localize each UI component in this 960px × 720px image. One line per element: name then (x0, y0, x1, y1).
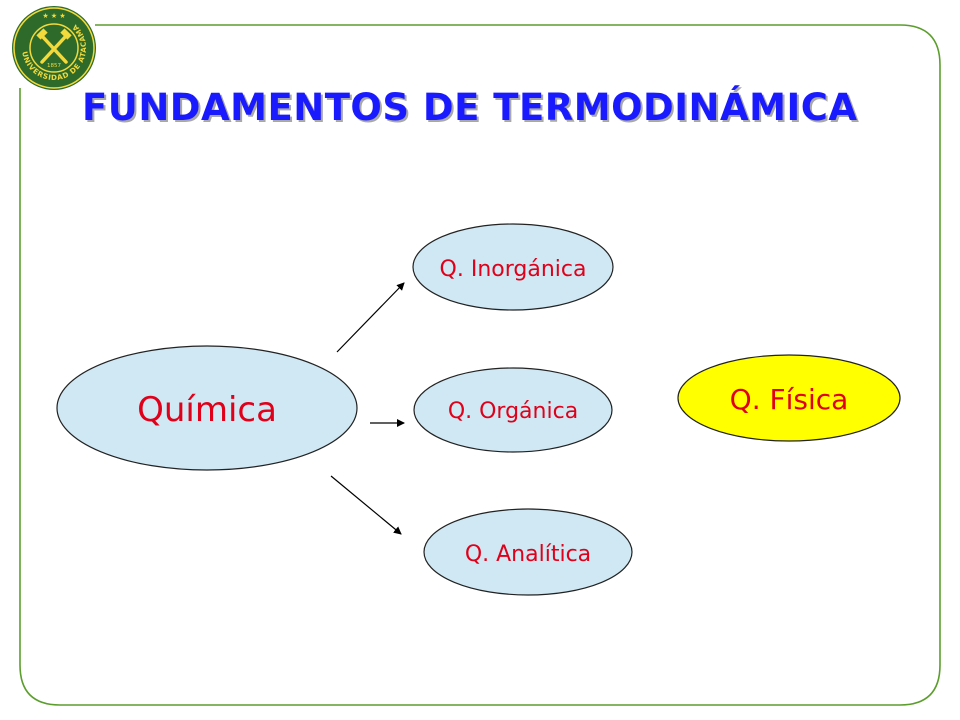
node-analitica-label: Q. Analítica (465, 542, 591, 567)
node-inorganica: Q. Inorgánica (412, 223, 614, 311)
seal-year: 1857 (47, 63, 61, 69)
node-quimica: Química (56, 345, 358, 471)
node-fisica: Q. Física (677, 354, 901, 442)
node-fisica-label: Q. Física (730, 383, 849, 416)
slide-title: FUNDAMENTOS DE TERMODINÁMICA (82, 86, 858, 129)
arrow-to-inorganica (336, 282, 405, 353)
university-seal-icon: UNIVERSIDAD DE ATACAMA ★ ★ ★ 1857 (12, 6, 96, 90)
node-analitica: Q. Analítica (423, 508, 633, 596)
node-quimica-label: Química (137, 390, 277, 430)
node-inorganica-label: Q. Inorgánica (440, 257, 587, 282)
node-organica-label: Q. Orgánica (448, 399, 578, 424)
arrow-to-analitica (330, 475, 402, 535)
svg-text:★ ★ ★: ★ ★ ★ (42, 12, 65, 20)
node-organica: Q. Orgánica (413, 367, 613, 453)
